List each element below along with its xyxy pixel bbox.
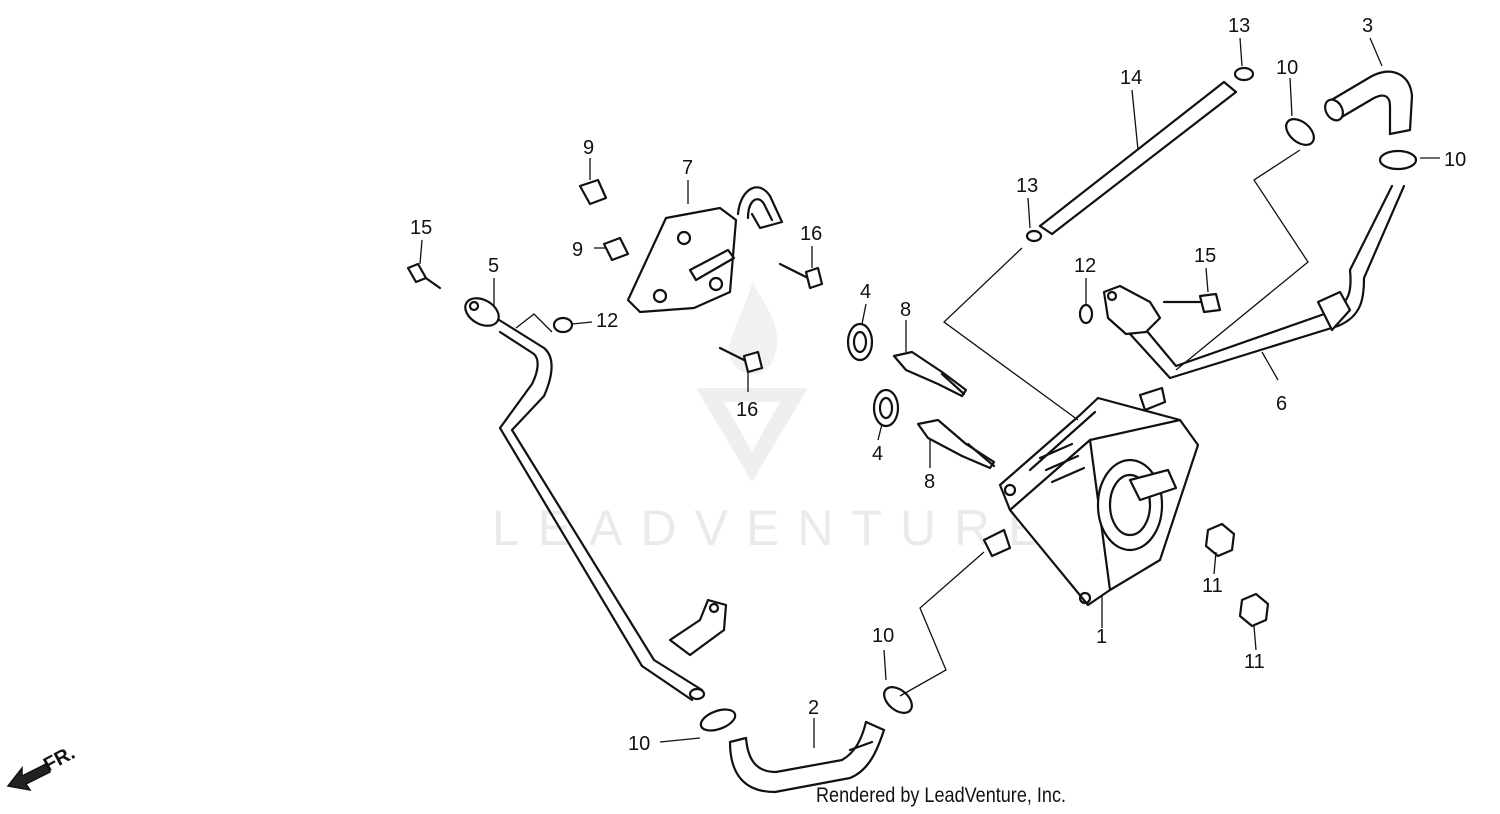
callout-11b: 11 (1244, 651, 1265, 673)
callout-16b: 16 (736, 399, 758, 421)
callout-8a: 8 (900, 299, 911, 321)
rendered-by-credit: Rendered by LeadVenture, Inc. (816, 784, 1067, 807)
callout-1: 1 (1096, 626, 1107, 648)
upper-elbow-hose (1324, 70, 1414, 136)
callout-11a: 11 (1202, 575, 1223, 597)
callout-13a: 13 (1228, 15, 1250, 37)
callout-5: 5 (488, 255, 499, 277)
fuel-pump-body (982, 386, 1200, 607)
callout-4b: 4 (872, 443, 883, 465)
callout-4a: 4 (860, 281, 871, 303)
leader-lines (419, 37, 1440, 748)
lower-fuel-hose (728, 720, 886, 794)
callout-13b: 13 (1016, 175, 1038, 197)
callout-15b: 15 (1194, 245, 1216, 267)
hardware-parts (406, 66, 1418, 732)
callout-3: 3 (1362, 15, 1373, 37)
callout-labels: 1 2 3 4 4 5 6 7 8 8 9 9 10 10 10 10 11 1… (410, 15, 1466, 755)
front-arrow-icon (6, 762, 52, 792)
callout-12a: 12 (596, 310, 618, 332)
left-fuel-pipe (464, 297, 728, 702)
callout-9b: 9 (572, 239, 583, 261)
callout-16a: 16 (800, 223, 822, 245)
callout-10b: 10 (1444, 149, 1466, 171)
callout-15a: 15 (410, 217, 432, 239)
right-fuel-pipe (1102, 184, 1406, 380)
callout-14: 14 (1120, 67, 1142, 89)
callout-9a: 9 (583, 137, 594, 159)
leadventure-watermark: LEADVENTURE (492, 282, 1060, 556)
front-direction-indicator: FR. (6, 742, 79, 792)
callout-10d: 10 (628, 733, 650, 755)
callout-7: 7 (682, 157, 693, 179)
callout-6: 6 (1276, 393, 1287, 415)
callout-8b: 8 (924, 471, 935, 493)
callout-2: 2 (808, 697, 819, 719)
pump-bracket (626, 186, 784, 314)
callout-10c: 10 (872, 625, 894, 647)
callout-10a: 10 (1276, 57, 1298, 79)
watermark-text: LEADVENTURE (492, 500, 1060, 556)
callout-12b: 12 (1074, 255, 1096, 277)
